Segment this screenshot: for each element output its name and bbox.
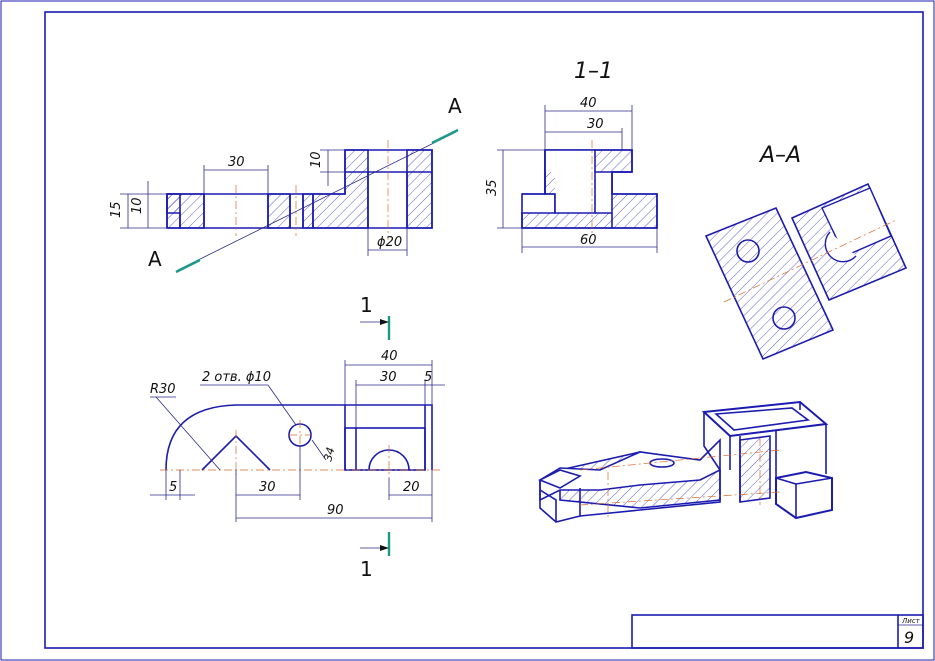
dim-height-15: 15: [109, 201, 124, 218]
dim-dia-20: ϕ20: [377, 235, 402, 250]
drawing-frame: [44, 11, 924, 649]
dim-plan-offset-34: 34: [321, 446, 337, 463]
dim-width-30-section: 30: [587, 117, 604, 132]
section-1-1-title: 1–1: [574, 59, 613, 84]
dim-plan-width-40: 40: [381, 349, 398, 364]
dim-plan-radius: R30: [150, 382, 176, 397]
cut-label-1-top: 1: [360, 293, 373, 317]
dim-plan-width-20: 20: [403, 480, 420, 495]
section-a-a-title: A–A: [758, 143, 801, 168]
plan-view: 40 30 5 R30 2 отв. ϕ10 34 5 30 20 90: [150, 316, 445, 556]
dim-width-60-section: 60: [580, 233, 597, 248]
cut-label-a-bottom: A: [148, 247, 162, 271]
title-block: Лист 9: [631, 614, 924, 649]
dim-plan-holes: 2 отв. ϕ10: [202, 370, 271, 385]
front-view: 30 10 15 10 ϕ20: [109, 128, 459, 274]
dim-plan-width-30: 30: [380, 370, 397, 385]
section-a-a-view: [704, 182, 908, 361]
dim-plan-width-30-bottom: 30: [259, 480, 276, 495]
isometric-view: [538, 400, 833, 523]
sheet-number: 9: [904, 628, 914, 647]
dim-width-40-section: 40: [580, 96, 597, 111]
sheet-label: Лист: [901, 617, 921, 625]
cut-label-a-top: A: [448, 94, 462, 118]
dim-height-35-section: 35: [485, 179, 500, 196]
dim-height-10-left: 10: [130, 197, 145, 214]
dim-height-10-top: 10: [309, 151, 324, 168]
section-1-1-view: 40 30 35 60: [485, 96, 658, 253]
dim-plan-width-5-right: 5: [424, 370, 432, 385]
cut-label-1-bottom: 1: [360, 557, 373, 581]
dim-plan-offset-5-left: 5: [169, 480, 177, 495]
dim-plan-length-90: 90: [327, 503, 344, 518]
dim-width-30: 30: [228, 155, 245, 170]
